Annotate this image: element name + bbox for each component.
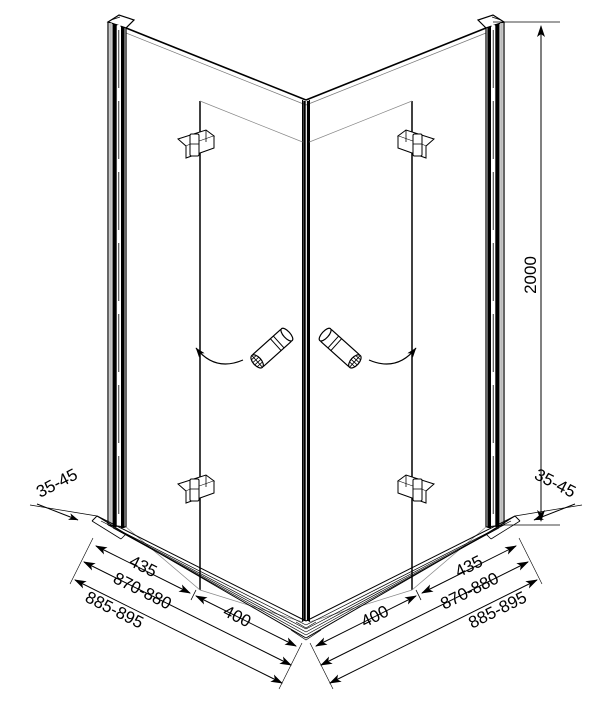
- hinge-left-upper: [177, 129, 216, 159]
- wall-profile-right: [476, 14, 506, 528]
- dimension-right-400: 400: [309, 589, 422, 654]
- dimension-right-885-895: 885-895: [323, 565, 543, 690]
- hinge-right-lower: [396, 474, 435, 504]
- dimension-label-height: 2000: [521, 256, 540, 294]
- hinge-right-upper: [396, 129, 435, 159]
- wall-profile-left: [106, 14, 136, 528]
- dimension-label-right-400: 400: [358, 602, 392, 632]
- dimension-right-gap: 35-45: [514, 465, 583, 521]
- dimension-left-gap: 35-45: [29, 465, 98, 521]
- handle-right[interactable]: [317, 326, 363, 370]
- dimension-label-left-gap: 35-45: [33, 465, 80, 502]
- centre-meeting-stile: [302, 100, 310, 622]
- door-panel-left-inner[interactable]: [199, 100, 303, 623]
- door-panel-right-outer[interactable]: [411, 101, 487, 591]
- dimension-label-left-400: 400: [220, 602, 254, 632]
- door-panel-left-outer[interactable]: [125, 101, 201, 591]
- dimension-left-885-895: 885-895: [69, 565, 289, 690]
- top-edges: [125, 27, 487, 106]
- hinge-left-lower: [177, 474, 216, 504]
- door-panel-right-inner[interactable]: [309, 100, 413, 623]
- handle-left[interactable]: [249, 326, 295, 370]
- swing-arrow-right: [368, 347, 417, 365]
- swing-arrow-left: [195, 347, 244, 365]
- dimension-label-right-gap: 35-45: [531, 465, 578, 502]
- dimension-height-2000: 2000: [493, 21, 560, 526]
- dimension-left-400: 400: [190, 589, 303, 654]
